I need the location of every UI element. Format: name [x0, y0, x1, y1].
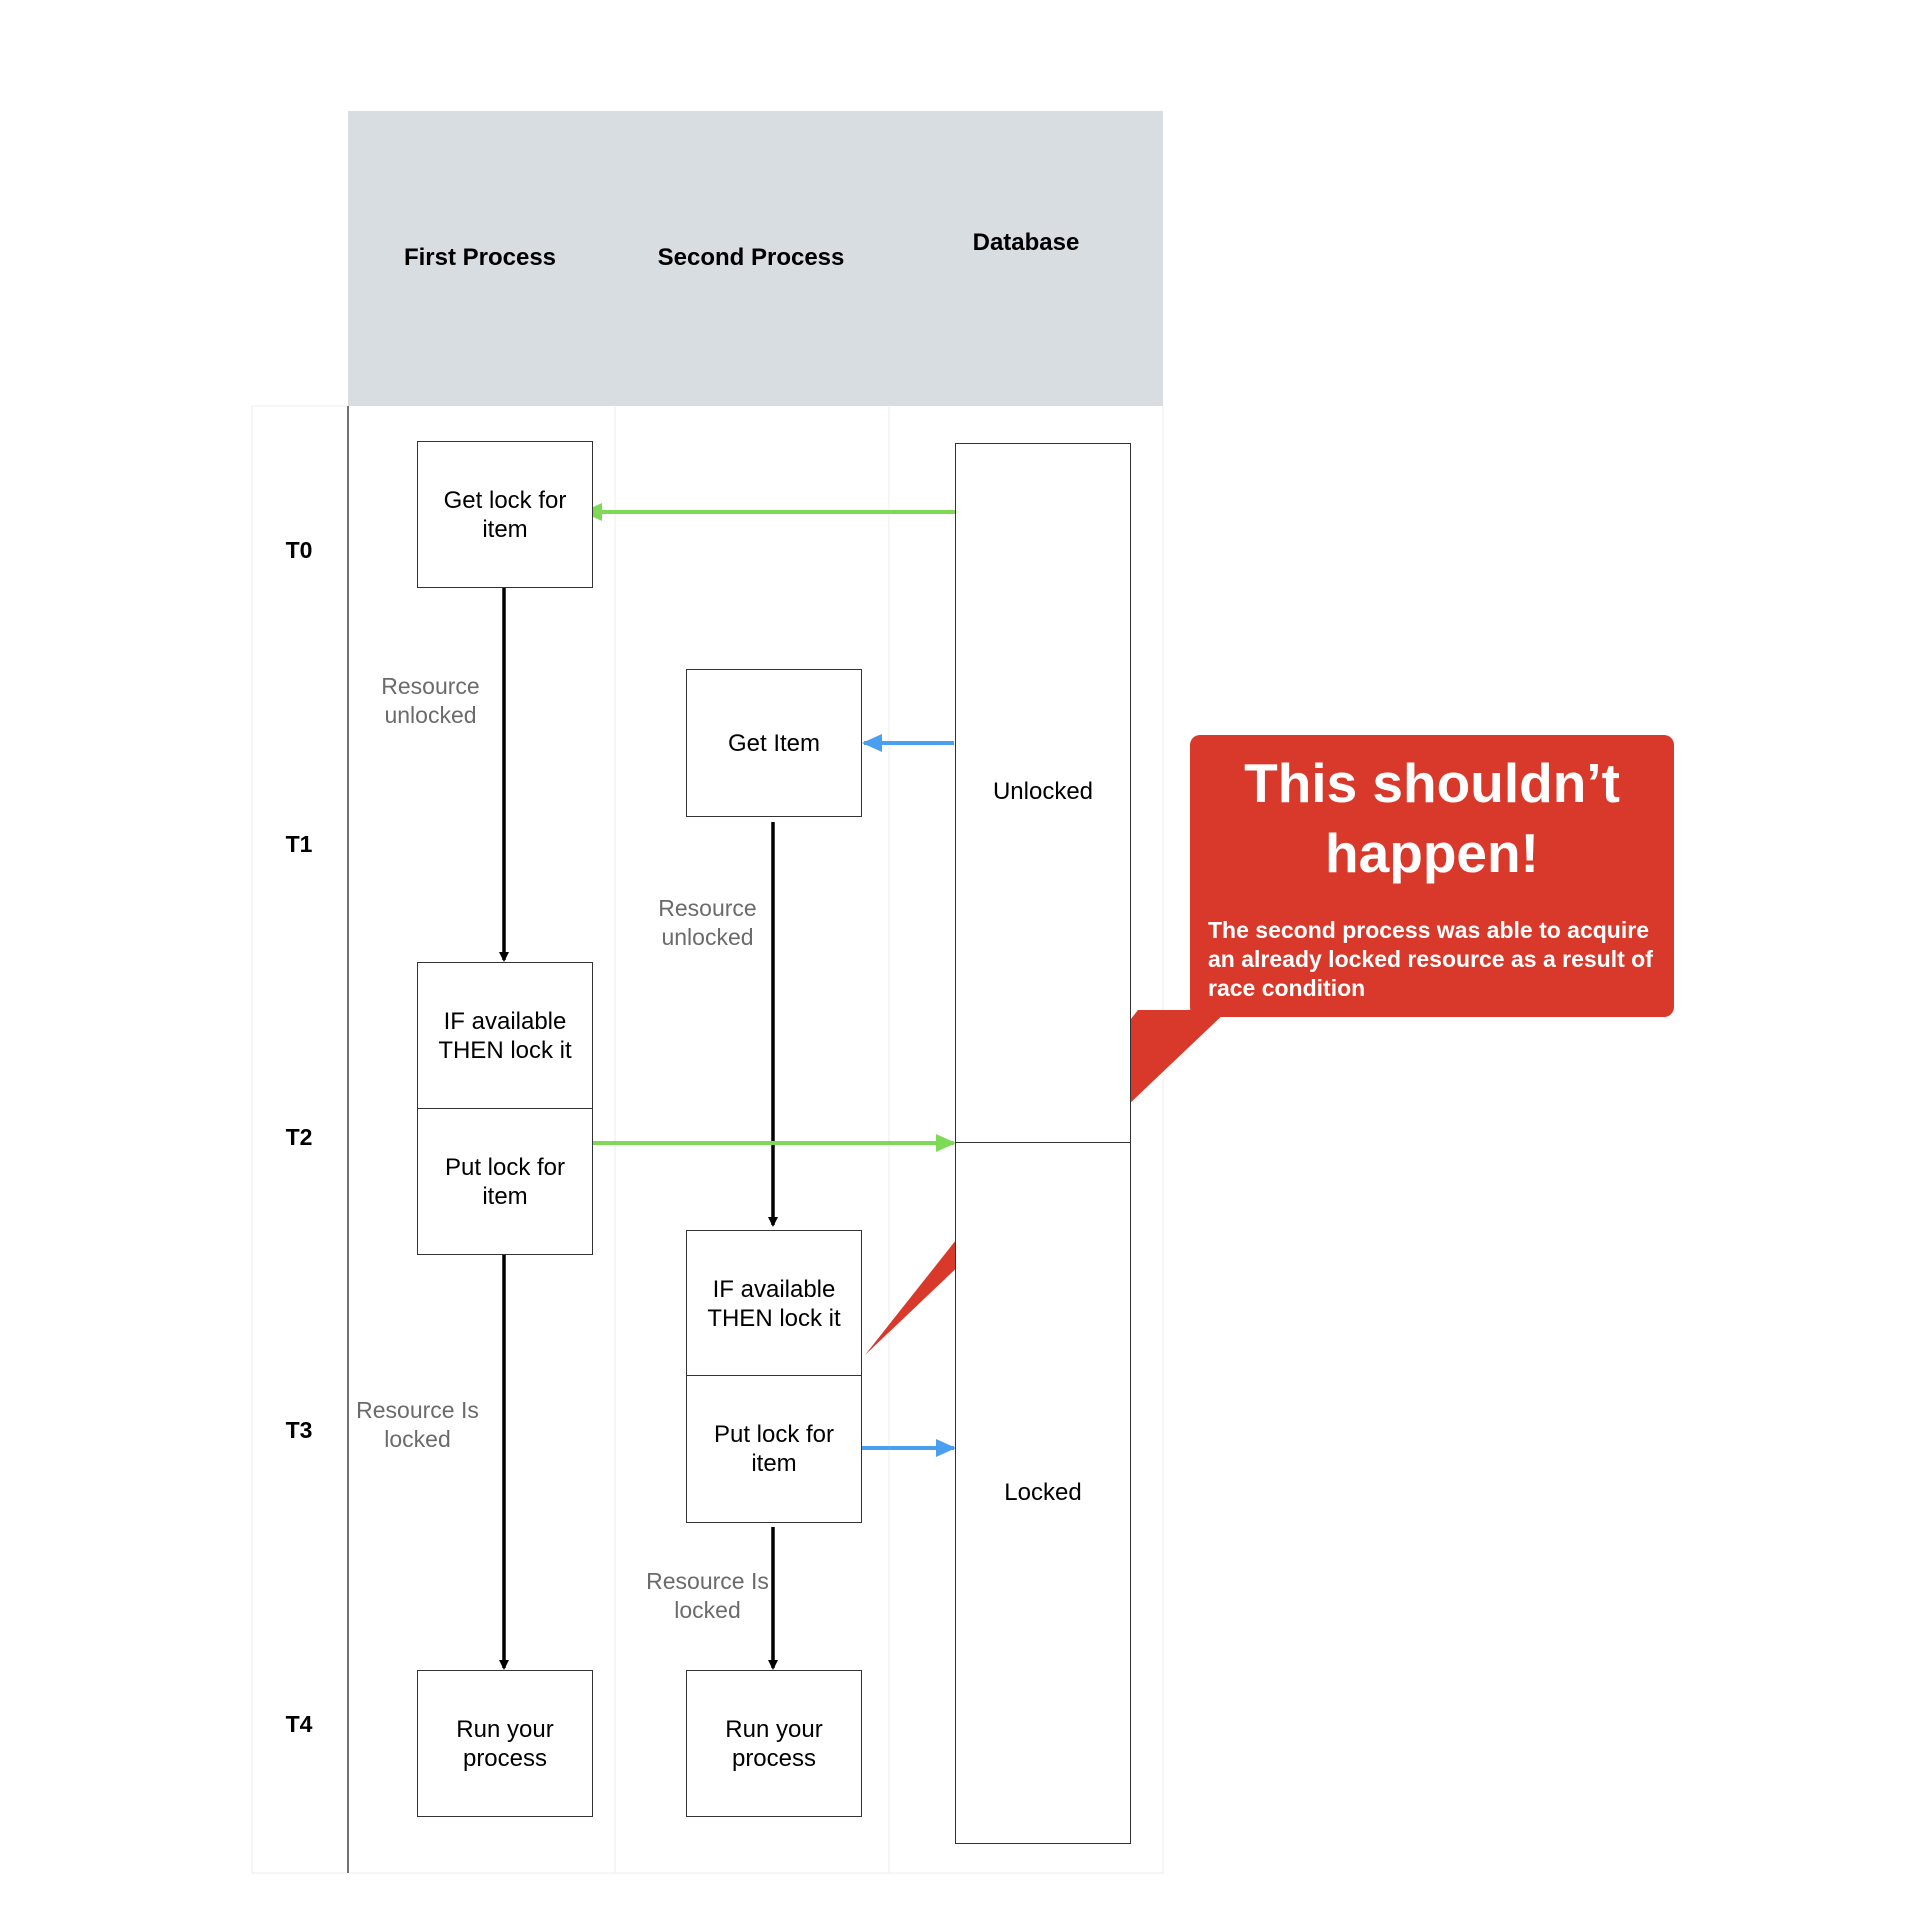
- row-label-t4: T4: [285, 1711, 313, 1737]
- header-band: [348, 111, 1163, 406]
- callout-box: [1190, 735, 1674, 1017]
- first-if-available-box: IF available THEN lock it: [417, 962, 593, 1110]
- second-note-resource-unlocked: Resource unlocked: [658, 895, 757, 950]
- second-note-resource-locked: Resource Is locked: [646, 1568, 769, 1623]
- row-label-t2: T2: [285, 1124, 313, 1150]
- second-get-item-box: Get Item: [686, 669, 862, 817]
- database-locked-box: [955, 1142, 1131, 1844]
- column-title-first-process: First Process: [403, 244, 557, 271]
- column-title-database: Database: [972, 229, 1080, 256]
- column-title-second-process: Second Process: [657, 244, 845, 271]
- database-locked-label: Locked: [1004, 1479, 1082, 1506]
- database-unlocked-label: Unlocked: [992, 778, 1094, 805]
- row-label-t3: T3: [285, 1417, 313, 1443]
- callout-title: This shouldn’t happen!: [1244, 752, 1620, 884]
- second-if-available-box: IF available THEN lock it: [686, 1230, 862, 1377]
- callout-body: The second process was able to acquire a…: [1208, 917, 1653, 1001]
- first-note-resource-locked: Resource Is locked: [356, 1397, 479, 1452]
- first-get-lock-box: Get lock for item: [417, 441, 593, 588]
- row-label-t0: T0: [285, 537, 313, 563]
- second-put-lock-box: Put lock for item: [686, 1375, 862, 1523]
- first-put-lock-box: Put lock for item: [417, 1108, 593, 1255]
- first-run-process-box: Run your process: [417, 1670, 593, 1817]
- row-label-t1: T1: [285, 831, 313, 857]
- first-note-resource-unlocked: Resource unlocked: [381, 673, 480, 728]
- second-run-process-box: Run your process: [686, 1670, 862, 1817]
